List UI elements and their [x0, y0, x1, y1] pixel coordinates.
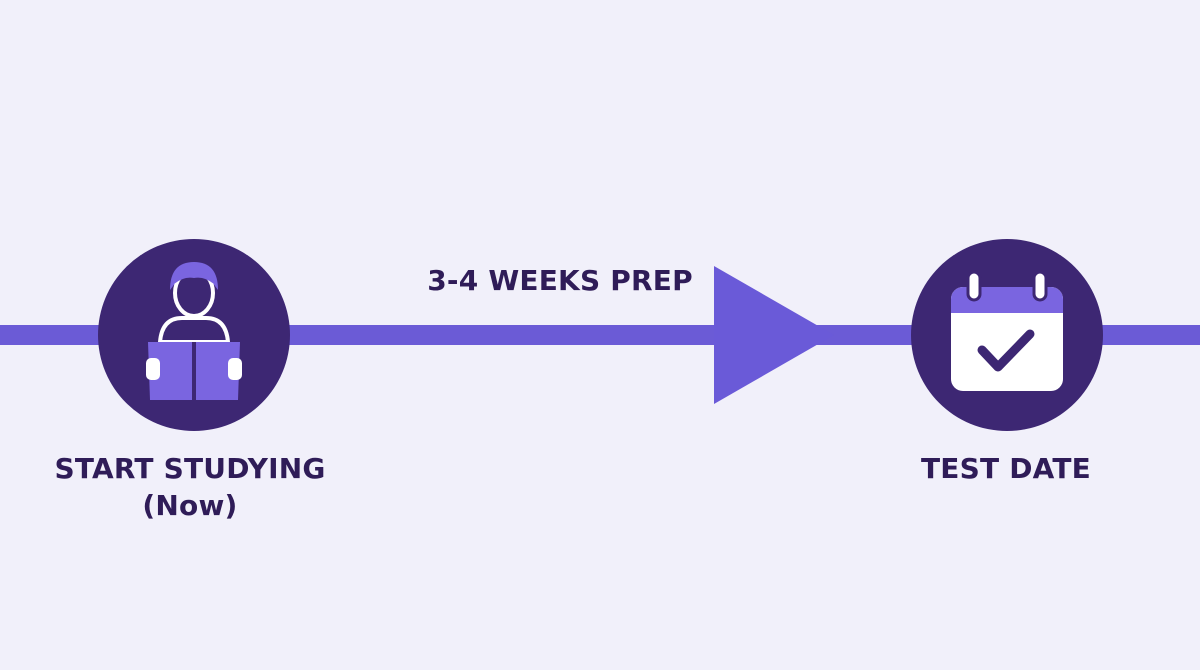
start-node	[98, 239, 290, 431]
calendar-check-icon	[951, 270, 1063, 391]
start-label-line2: (Now)	[142, 489, 238, 522]
arrow-head-icon	[714, 266, 834, 404]
test-node	[911, 239, 1103, 431]
prep-duration-label: 3-4 WEEKS PREP	[427, 264, 693, 297]
student-reading-book-icon	[146, 262, 242, 400]
timeline-line	[0, 325, 1200, 345]
start-studying-label: START STUDYING (Now)	[40, 450, 340, 524]
test-date-label: TEST DATE	[920, 452, 1091, 485]
start-label-line1: START STUDYING	[54, 452, 326, 485]
